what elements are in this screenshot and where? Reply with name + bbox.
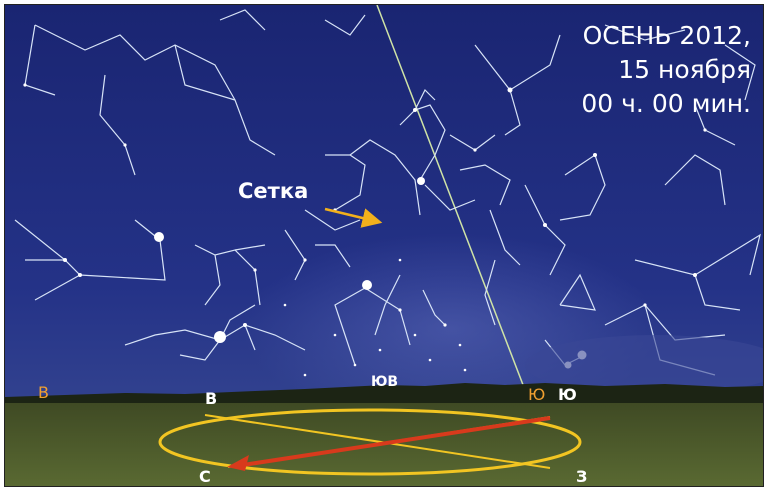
date-time-title: ОСЕНЬ 2012, 15 ноября 00 ч. 00 мин. [581, 19, 751, 121]
north-arrowhead [227, 455, 249, 471]
horizon-label-south: Ю [558, 385, 577, 404]
sky-chart-svg [5, 5, 763, 486]
north-arrow [242, 416, 551, 467]
title-date: 15 ноября [618, 55, 751, 84]
treeline [5, 383, 763, 405]
horizon-label-south-east: ЮВ [371, 374, 399, 390]
horizon-label-south-orange: Ю [528, 385, 546, 404]
meridian-line [376, 5, 526, 391]
sky-chart: ОСЕНЬ 2012, 15 ноября 00 ч. 00 мин. Сетк… [4, 4, 764, 487]
compass-label-west: З [576, 467, 588, 486]
compass-label-north: С [199, 467, 211, 486]
compass-ellipse [158, 408, 582, 476]
title-time: 00 ч. 00 мин. [581, 89, 751, 118]
title-season-year: ОСЕНЬ 2012, [582, 21, 751, 50]
net-arrow [324, 207, 383, 228]
horizon-label-east: В [38, 383, 49, 402]
compass-line-east-west [204, 414, 551, 469]
constellation-label-net: Сетка [238, 179, 309, 203]
clouds [525, 335, 763, 395]
compass-label-east: В [205, 389, 218, 408]
